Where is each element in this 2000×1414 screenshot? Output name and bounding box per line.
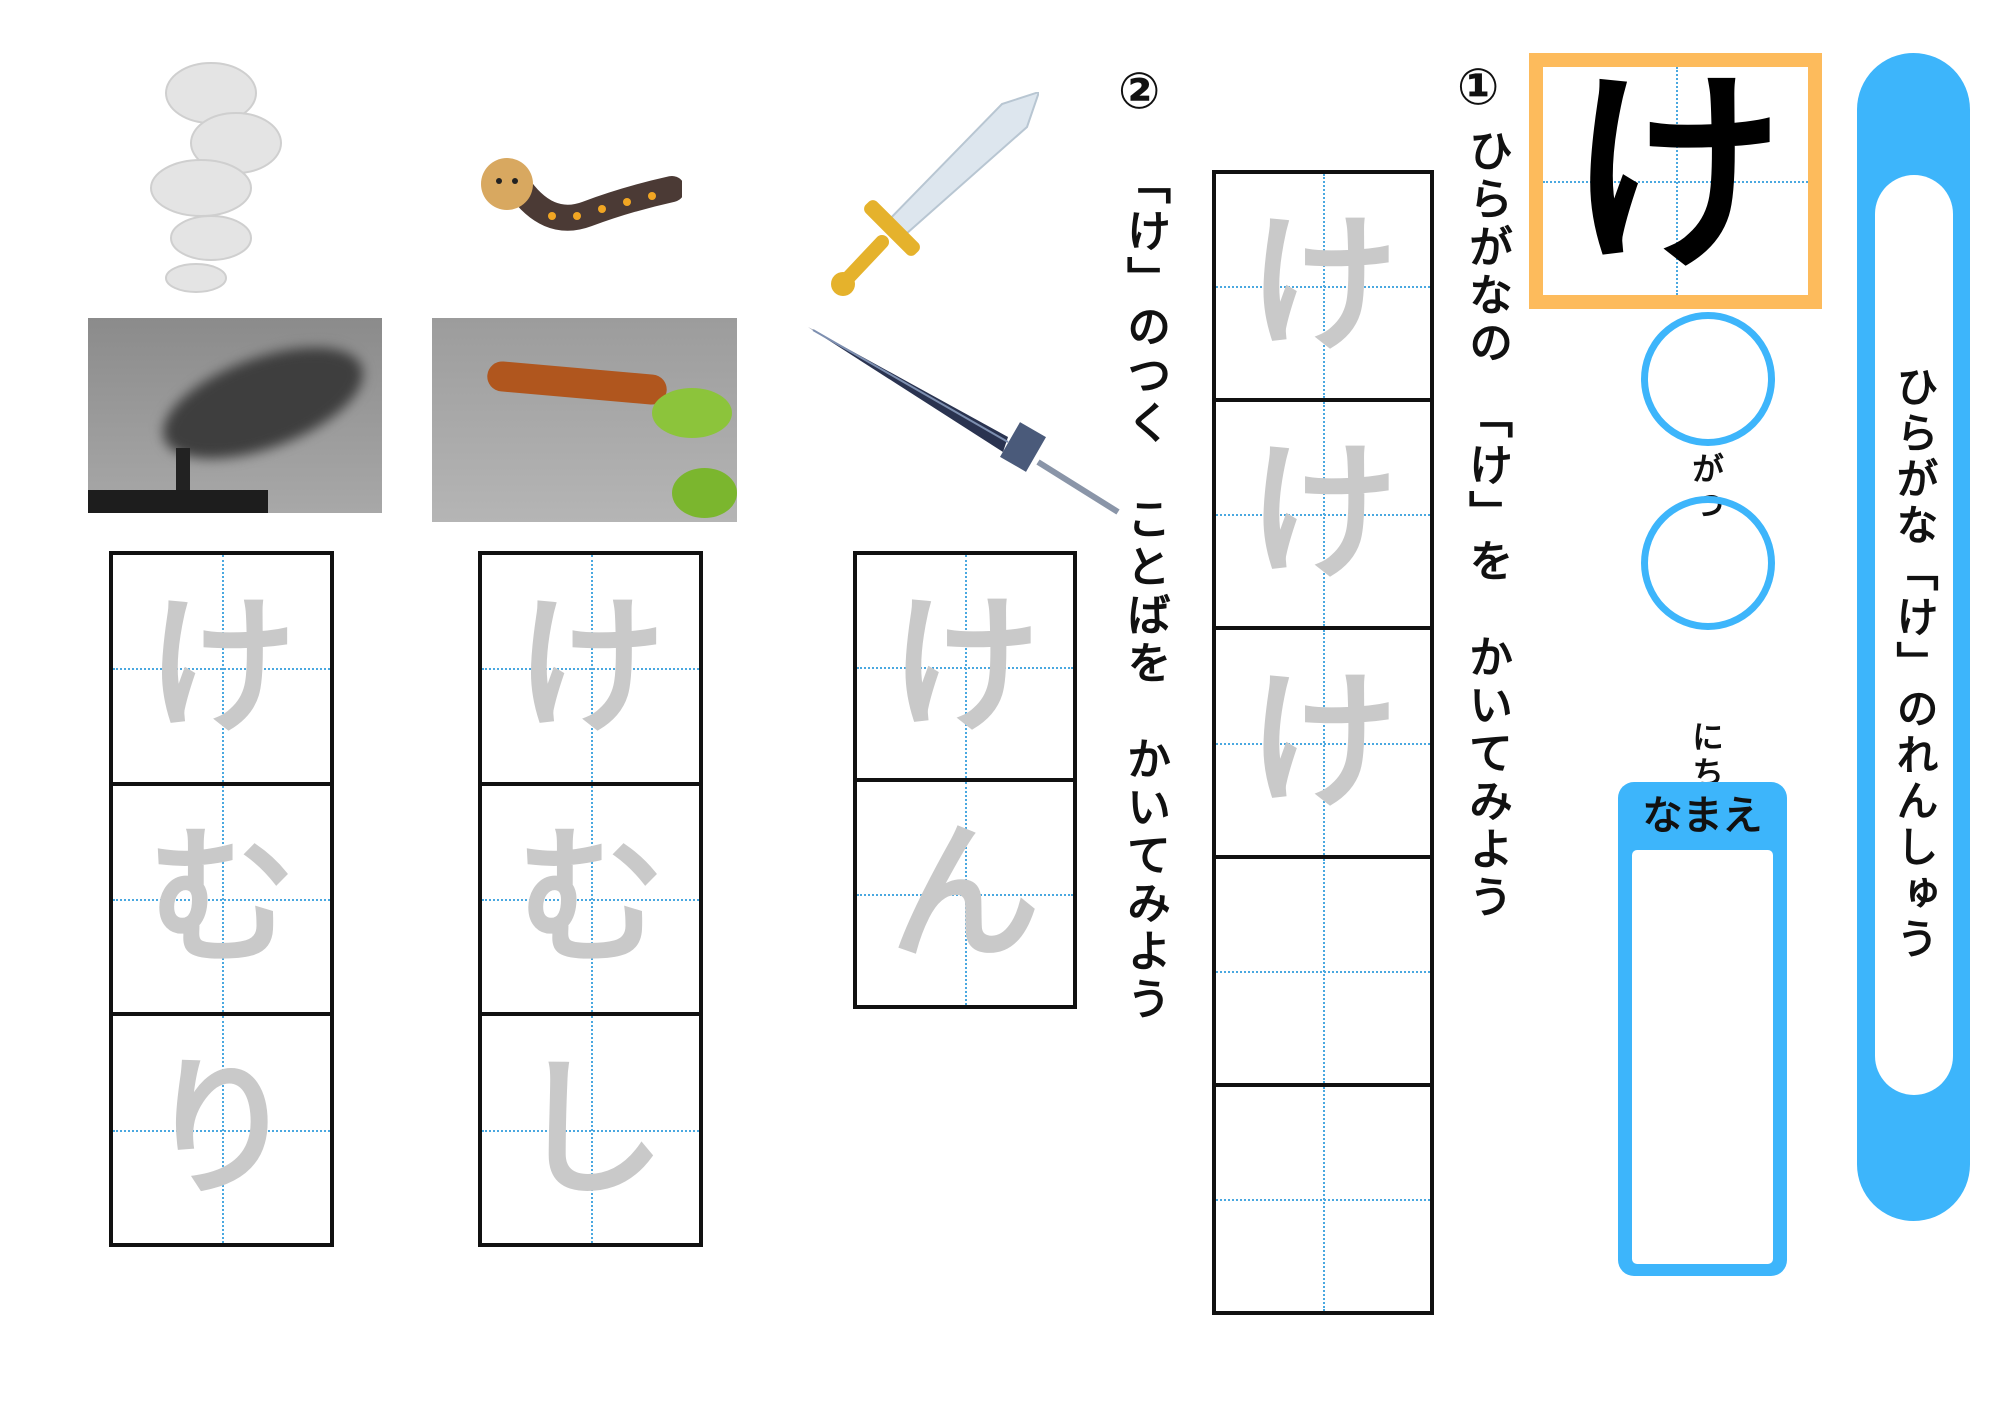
practice-cell[interactable]: む <box>113 785 330 1017</box>
practice-cell[interactable]: け <box>857 555 1073 782</box>
day-label: にち <box>1687 720 1725 792</box>
name-label: なまえ <box>1642 793 1763 839</box>
practice-cell[interactable] <box>1216 1086 1430 1312</box>
section1-instruction: ひらがなの 「け」を かいてみよう <box>1461 128 1512 922</box>
worksheet-title: ひらがな「け」のれんしゅう <box>1890 365 1939 963</box>
sword-illustration <box>831 92 1039 296</box>
section1-practice-grid: け け け <box>1212 170 1434 1315</box>
smoke-photo <box>88 318 382 513</box>
practice-cell[interactable]: け <box>113 555 330 786</box>
practice-cell[interactable]: け <box>1216 402 1430 631</box>
day-field[interactable] <box>1641 496 1775 630</box>
caterpillar-photo <box>432 318 737 522</box>
section2-instruction: 「け」のつく ことばを かいてみよう <box>1119 160 1170 1024</box>
practice-cell[interactable]: け <box>1216 174 1430 403</box>
word-grid-kemushi: け む し <box>478 551 703 1247</box>
word-grid-ken: け ん <box>853 551 1077 1009</box>
model-character: け <box>1568 49 1783 300</box>
practice-cell[interactable]: け <box>1216 630 1430 859</box>
practice-cell[interactable] <box>1216 858 1430 1087</box>
name-box: なまえ <box>1618 782 1787 1276</box>
practice-cell[interactable]: し <box>482 1016 699 1243</box>
practice-cell[interactable]: ん <box>857 782 1073 1005</box>
month-field[interactable] <box>1641 312 1775 446</box>
section2-number: ② <box>1118 62 1161 120</box>
section1-number: ① <box>1457 58 1500 116</box>
practice-cell[interactable]: む <box>482 785 699 1017</box>
practice-cell[interactable]: け <box>482 555 699 786</box>
model-character-box: け <box>1529 53 1822 309</box>
title-banner: ひらがな「け」のれんしゅう <box>1857 53 1970 1221</box>
caterpillar-illustration <box>481 158 682 231</box>
smoke-illustration <box>150 62 282 293</box>
word-grid-kemuri: け む り <box>109 551 334 1247</box>
sword-photo <box>808 327 1120 515</box>
name-field[interactable] <box>1632 850 1773 1264</box>
practice-cell[interactable]: り <box>113 1016 330 1243</box>
